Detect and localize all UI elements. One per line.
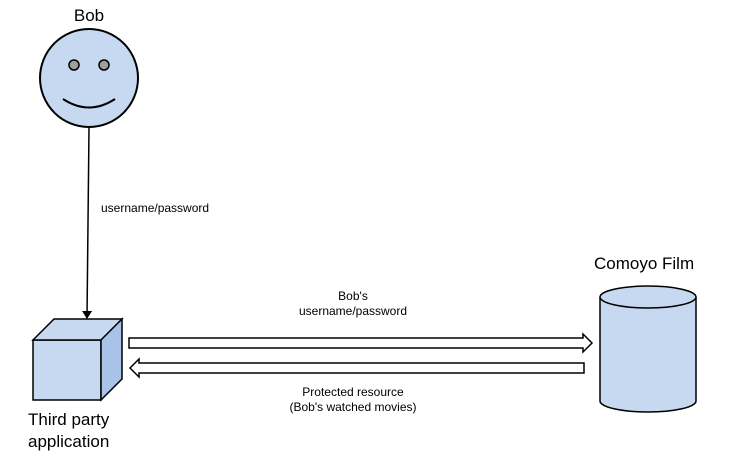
client-label: Third party application: [28, 409, 109, 453]
credentials-forward-arrow: [128, 332, 594, 354]
cylinder-body: [599, 297, 697, 413]
user-label: Bob: [73, 6, 105, 25]
cube-icon: [31, 317, 124, 402]
smiley-face-icon: [39, 28, 139, 128]
face-circle: [39, 28, 139, 128]
forward-arrow-shape: [128, 332, 594, 354]
credentials-forward-label: Bob's username/password: [273, 289, 433, 319]
return-arrow-shape: [128, 357, 585, 379]
smile: [62, 98, 116, 109]
service-label: Comoyo Film: [594, 254, 695, 273]
credentials-entry-arrow: [82, 127, 93, 319]
database-cylinder-icon: [599, 285, 697, 413]
client-label-line-1: Third party: [28, 410, 110, 429]
credentials-entry-label: username/password: [101, 201, 210, 215]
resource-return-arrow: [128, 357, 585, 379]
client-label-line-2: application: [28, 432, 110, 451]
cube-side: [100, 317, 123, 402]
resource-return-label: Protected resource (Bob's watched movies…: [258, 385, 448, 415]
right-eye: [98, 59, 110, 71]
resource-return-line-1: Protected resource: [302, 385, 404, 399]
cylinder-top: [599, 285, 697, 309]
credentials-forward-line-2: username/password: [298, 304, 408, 318]
left-eye: [68, 59, 80, 71]
resource-return-line-2: (Bob's watched movies): [289, 400, 417, 414]
credentials-forward-line-1: Bob's: [338, 289, 368, 303]
cube-front: [32, 339, 102, 401]
